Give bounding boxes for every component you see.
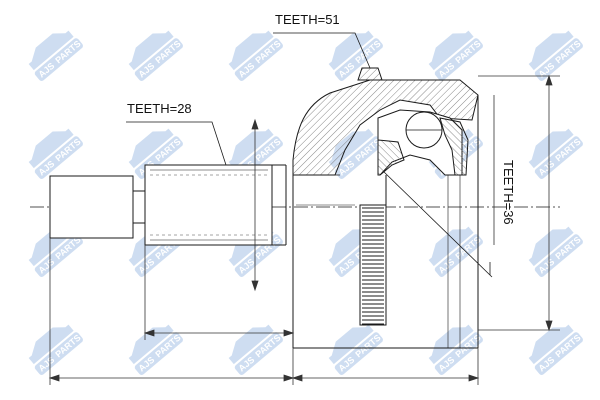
car-silhouette-icon: [428, 324, 474, 365]
shaft-teeth-label: TEETH=28: [127, 101, 192, 116]
car-silhouette-icon: [128, 30, 174, 71]
watermark-bar: [334, 332, 383, 375]
watermark-bar: [534, 38, 583, 81]
stub-shaft: [49, 164, 287, 246]
watermark-bar: [34, 234, 83, 277]
car-silhouette-icon: [228, 128, 274, 169]
watermark-bar: [134, 332, 183, 375]
car-silhouette-icon: [28, 30, 74, 71]
abs-tone-ring: [359, 175, 387, 326]
outer-teeth-leader: [273, 32, 371, 69]
car-silhouette-icon: [128, 324, 174, 365]
abs-ring-body: [359, 204, 387, 326]
car-silhouette-icon: [128, 128, 174, 169]
watermark-bar: [434, 332, 483, 375]
car-silhouette-icon: [328, 30, 374, 71]
watermark-bar: [234, 332, 283, 375]
car-silhouette-icon: [28, 128, 74, 169]
watermark-bar: [134, 38, 183, 81]
watermark-bar: [534, 136, 583, 179]
watermark-bar: [534, 234, 583, 277]
dimension-outer-diameter: [478, 74, 560, 332]
watermark-bar: [334, 136, 383, 179]
outer-teeth-label: TEETH=51: [275, 12, 340, 27]
car-silhouette-icon: [228, 324, 274, 365]
watermark-bar: [334, 38, 383, 81]
car-silhouette-icon: [528, 226, 574, 267]
dimension-lengths: [48, 238, 480, 385]
car-silhouette-icon: [28, 324, 74, 365]
watermark-bar: [434, 38, 483, 81]
car-silhouette-icon: [428, 30, 474, 71]
shaft-teeth-leader: [126, 121, 227, 166]
car-silhouette-icon: [228, 30, 274, 71]
car-silhouette-icon: [528, 324, 574, 365]
watermark-bar: [34, 332, 83, 375]
watermark-bar: [434, 234, 483, 277]
dimension-shaft-diameter: [251, 118, 259, 292]
car-silhouette-icon: [428, 226, 474, 267]
car-silhouette-icon: [528, 30, 574, 71]
car-silhouette-icon: [528, 128, 574, 169]
watermark-bar: [234, 38, 283, 81]
car-silhouette-icon: [328, 324, 374, 365]
inner-teeth-label: TEETH=36: [501, 160, 516, 225]
watermark-bar: [34, 136, 83, 179]
inner-teeth-leader: [382, 170, 493, 278]
watermark-bar: [34, 38, 83, 81]
outer-housing: [292, 67, 479, 349]
watermark-bar: [534, 332, 583, 375]
